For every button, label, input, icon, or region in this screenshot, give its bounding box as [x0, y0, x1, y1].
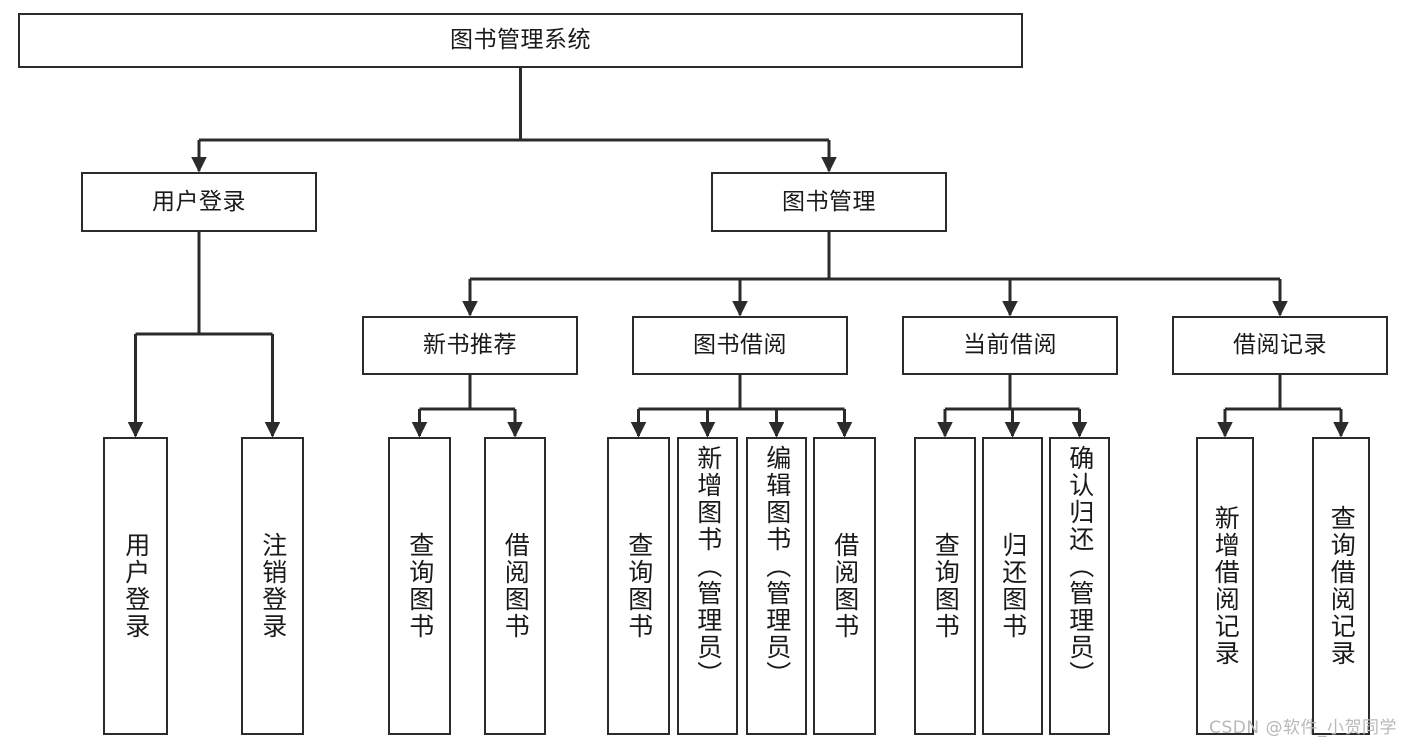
node-leaf-edit-book[interactable]: 编辑图书（管理员）: [746, 437, 807, 735]
node-leaf-add-record[interactable]: 新增借阅记录: [1196, 437, 1254, 735]
node-leaf-query-record[interactable]: 查询借阅记录: [1312, 437, 1370, 735]
node-leaf-add-book-label: 新增图书（管理员）: [693, 445, 723, 688]
node-leaf-query-book-1[interactable]: 查询图书: [388, 437, 451, 735]
node-leaf-query-book-3-label: 查询图书: [931, 532, 961, 640]
node-leaf-user-login-label: 用户登录: [121, 532, 151, 640]
node-current-borrow-label: 当前借阅: [963, 332, 1057, 359]
node-leaf-user-logout-label: 注销登录: [258, 532, 288, 640]
node-current-borrow[interactable]: 当前借阅: [902, 316, 1118, 375]
node-leaf-query-book-2-label: 查询图书: [624, 532, 654, 640]
node-new-book-recommend-label: 新书推荐: [423, 332, 517, 359]
node-leaf-borrow-book-1-label: 借阅图书: [501, 532, 531, 640]
node-leaf-confirm-return[interactable]: 确认归还（管理员）: [1049, 437, 1110, 735]
node-leaf-user-logout[interactable]: 注销登录: [241, 437, 304, 735]
node-user-login-label: 用户登录: [152, 188, 246, 215]
node-book-manage-label: 图书管理: [782, 188, 876, 215]
node-leaf-user-login[interactable]: 用户登录: [103, 437, 168, 735]
node-leaf-borrow-book-2[interactable]: 借阅图书: [813, 437, 876, 735]
node-root[interactable]: 图书管理系统: [18, 13, 1023, 68]
csdn-watermark: CSDN @软件_小贺同学: [1209, 718, 1397, 738]
node-book-borrow-label: 图书借阅: [693, 332, 787, 359]
node-leaf-query-record-label: 查询借阅记录: [1327, 505, 1357, 667]
node-leaf-edit-book-label: 编辑图书（管理员）: [762, 445, 792, 688]
node-leaf-query-book-3[interactable]: 查询图书: [914, 437, 976, 735]
node-borrow-record-label: 借阅记录: [1233, 332, 1327, 359]
node-leaf-return-book-label: 归还图书: [998, 532, 1028, 640]
node-leaf-borrow-book-1[interactable]: 借阅图书: [484, 437, 546, 735]
node-leaf-query-book-2[interactable]: 查询图书: [607, 437, 670, 735]
node-leaf-borrow-book-2-label: 借阅图书: [830, 532, 860, 640]
node-leaf-add-record-label: 新增借阅记录: [1211, 505, 1241, 667]
node-leaf-query-book-1-label: 查询图书: [405, 532, 435, 640]
node-root-label: 图书管理系统: [450, 27, 591, 54]
node-user-login[interactable]: 用户登录: [81, 172, 317, 232]
node-borrow-record[interactable]: 借阅记录: [1172, 316, 1388, 375]
node-leaf-add-book[interactable]: 新增图书（管理员）: [677, 437, 738, 735]
node-book-borrow[interactable]: 图书借阅: [632, 316, 848, 375]
node-book-manage[interactable]: 图书管理: [711, 172, 947, 232]
node-new-book-recommend[interactable]: 新书推荐: [362, 316, 578, 375]
node-leaf-confirm-return-label: 确认归还（管理员）: [1065, 445, 1095, 688]
node-leaf-return-book[interactable]: 归还图书: [982, 437, 1043, 735]
